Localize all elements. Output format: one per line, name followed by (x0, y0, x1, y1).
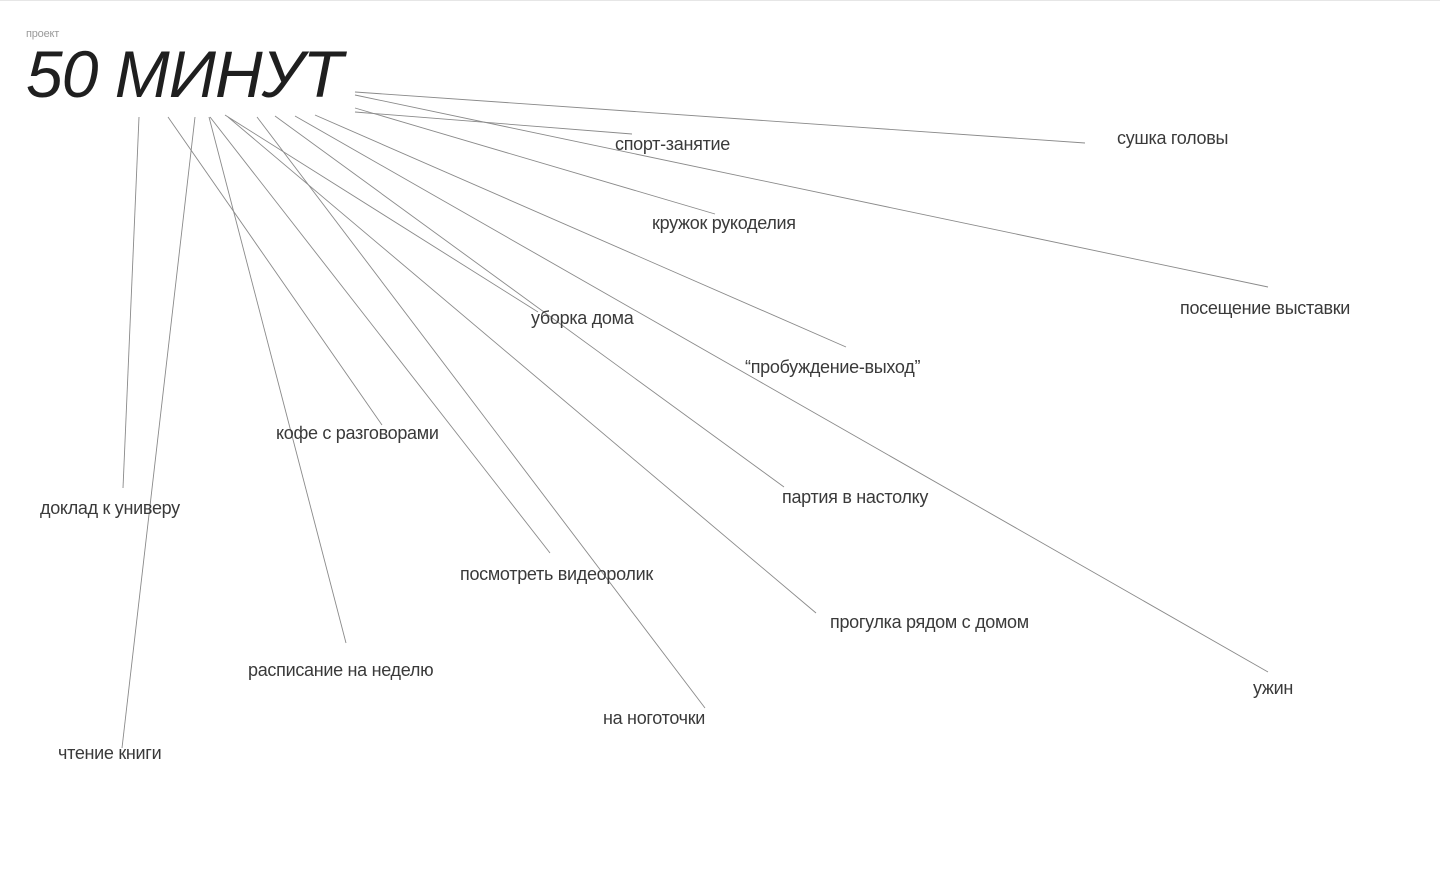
node-sushka: сушка головы (1117, 128, 1229, 148)
connector-progulka (227, 116, 817, 614)
node-progulka: прогулка рядом с домом (830, 612, 1029, 632)
node-partiya: партия в настолку (782, 487, 929, 507)
connector-vystavka (354, 94, 1269, 288)
node-probuzhdenie: “пробуждение-выход” (745, 357, 921, 377)
node-vystavka: посещение выставки (1180, 298, 1351, 318)
node-raspisanie: расписание на неделю (248, 660, 434, 680)
connector-video (209, 116, 551, 554)
top-divider (0, 0, 1440, 1)
node-video: посмотреть видеоролик (460, 564, 653, 584)
node-uzhin: ужин (1253, 678, 1294, 698)
connector-kofe (167, 116, 383, 426)
node-sport: спорт-занятие (615, 134, 730, 154)
connector-nogotochki (256, 116, 706, 709)
connector-raspisanie (208, 116, 347, 644)
connector-chtenie (121, 116, 196, 749)
node-chtenie: чтение книги (58, 743, 162, 763)
connector-sport (354, 111, 633, 135)
node-kofe: кофе с разговорами (276, 423, 439, 443)
node-doklad: доклад к универу (40, 498, 180, 518)
node-kruzhok: кружок рукоделия (652, 213, 796, 233)
connector-partiya (274, 115, 785, 488)
connector-doklad (122, 116, 140, 489)
connector-kruzhok (354, 107, 716, 215)
connector-sushka (354, 91, 1086, 144)
connector-uzhin (294, 115, 1269, 673)
project-eyebrow: проект (26, 28, 60, 40)
connector-uborka (224, 114, 539, 313)
node-uborka: уборка дома (531, 308, 634, 328)
diagram-title: 50 МИНУТ (26, 37, 343, 111)
node-nogotochki: на ноготочки (603, 708, 706, 728)
connector-probuzhdenie (314, 114, 847, 348)
